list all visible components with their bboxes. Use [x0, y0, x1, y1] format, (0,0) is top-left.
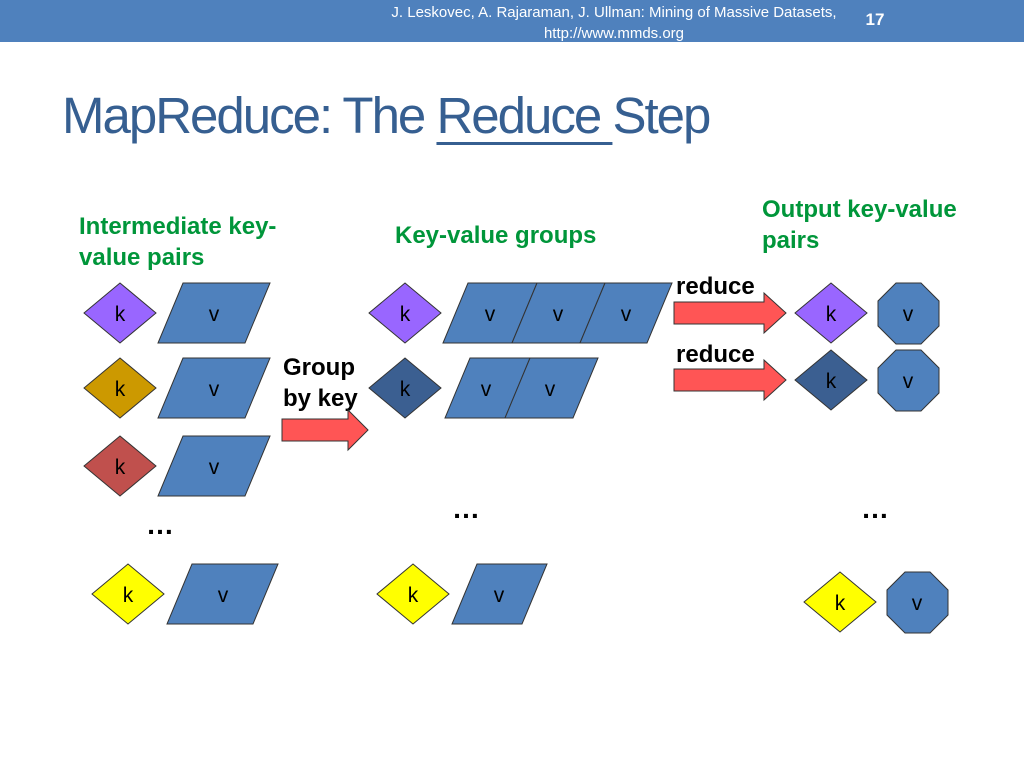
group-by-key-label: Group by key [283, 354, 358, 412]
key-diamond [794, 282, 868, 344]
value-parallelogram [166, 563, 279, 625]
ellipsis: … [146, 509, 174, 540]
key-diamond [91, 563, 165, 625]
value-parallelogram [157, 357, 271, 419]
ellipsis: … [452, 493, 480, 524]
key-letter: k [123, 584, 134, 607]
value-letter: v [494, 584, 505, 607]
value-parallelogram [451, 563, 548, 625]
value-letter: v [553, 303, 564, 326]
key-letter: k [408, 584, 419, 607]
value-letter: v [209, 303, 220, 326]
output-pair: k v [794, 349, 940, 412]
key-letter: k [400, 303, 411, 326]
intermediate-pair: k v [83, 282, 271, 344]
value-octagon [886, 571, 949, 634]
header-bar [0, 0, 1024, 42]
value-parallelogram [579, 282, 673, 344]
group-by-key-arrow [281, 408, 369, 452]
intermediate-pair: k v [91, 563, 279, 625]
value-letter: v [621, 303, 632, 326]
citation: J. Leskovec, A. Rajaraman, J. Ullman: Mi… [391, 4, 837, 42]
key-letter: k [115, 378, 126, 401]
value-octagon [877, 349, 940, 412]
value-letter: v [218, 584, 229, 607]
key-diamond [368, 282, 442, 344]
key-letter: k [826, 303, 837, 326]
intermediate-pair: k v [83, 435, 271, 497]
value-letter: v [545, 378, 556, 401]
title-underlined-word: Reduce [436, 87, 613, 144]
output-pair: k v [794, 282, 940, 345]
value-letter: v [209, 378, 220, 401]
value-parallelogram [504, 357, 599, 419]
value-letter: v [481, 378, 492, 401]
reduce-arrow [673, 291, 787, 335]
key-value-groups-label: Key-value groups [395, 222, 597, 249]
key-diamond [794, 349, 868, 411]
key-diamond [803, 571, 877, 633]
key-letter: k [826, 370, 837, 393]
reduce-label-2: reduce [676, 341, 755, 368]
key-value-group: k v v v [368, 282, 673, 344]
key-letter: k [400, 378, 411, 401]
value-parallelogram [157, 282, 271, 344]
output-pairs-label: Output key-value pairs [762, 196, 957, 254]
reduce-label-1: reduce [676, 273, 755, 300]
key-diamond [376, 563, 450, 625]
ellipsis: … [861, 493, 889, 524]
intermediate-pairs-label: Intermediate key-value pairs [79, 213, 277, 271]
output-pair: k v [803, 571, 949, 634]
key-value-group: k v [376, 563, 548, 625]
key-letter: k [835, 592, 846, 615]
key-value-group: k v v [368, 357, 599, 419]
key-letter: k [115, 303, 126, 326]
slide-title: MapReduce: The Reduce Step [62, 86, 711, 145]
key-diamond [83, 282, 157, 344]
title-suffix: Step [612, 87, 711, 144]
title-prefix: MapReduce: The [62, 87, 437, 144]
key-letter: k [115, 456, 126, 479]
value-letter: v [903, 303, 914, 326]
key-diamond [83, 357, 157, 419]
value-letter: v [912, 592, 923, 615]
value-parallelogram [157, 435, 271, 497]
value-letter: v [485, 303, 496, 326]
value-letter: v [903, 370, 914, 393]
reduce-arrow [673, 358, 787, 402]
value-letter: v [209, 456, 220, 479]
value-octagon [877, 282, 940, 345]
intermediate-pair: k v [83, 357, 271, 419]
slide-number: 17 [865, 10, 885, 29]
key-diamond [83, 435, 157, 497]
key-diamond [368, 357, 442, 419]
